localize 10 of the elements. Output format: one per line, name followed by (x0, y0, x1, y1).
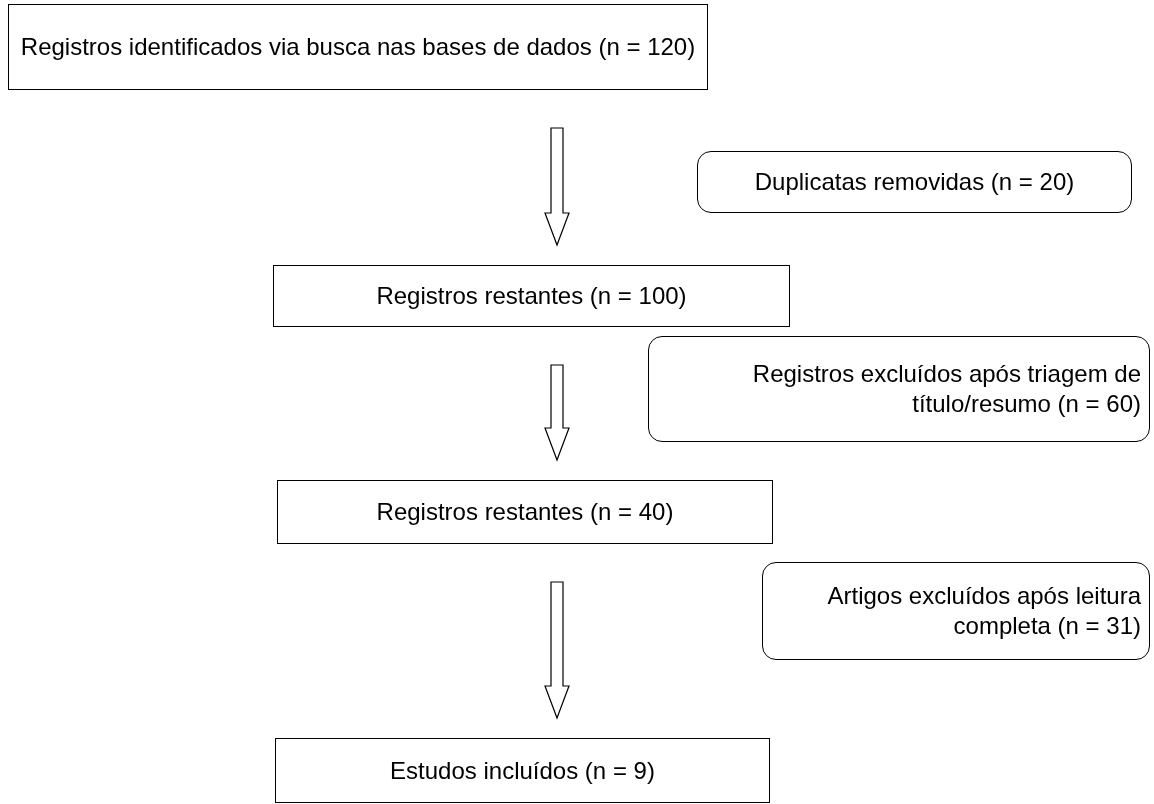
process-box: Estudos incluídos (n = 9) (275, 738, 770, 803)
exclusion-box: Registros excluídos após triagem de título/resumo (n = 60) (648, 336, 1150, 442)
exclusion-box: Duplicatas removidas (n = 20) (697, 151, 1132, 213)
block-arrow (544, 127, 570, 247)
process-box: Registros restantes (n = 40) (277, 480, 773, 544)
block-arrow (544, 581, 570, 720)
block-arrow (544, 364, 570, 462)
process-box: Registros identificados via busca nas bases de dados (n = 120) (8, 4, 708, 90)
exclusion-box: Artigos excluídos após leitura completa (n = 31) (762, 562, 1150, 660)
process-box: Registros restantes (n = 100) (273, 265, 790, 327)
